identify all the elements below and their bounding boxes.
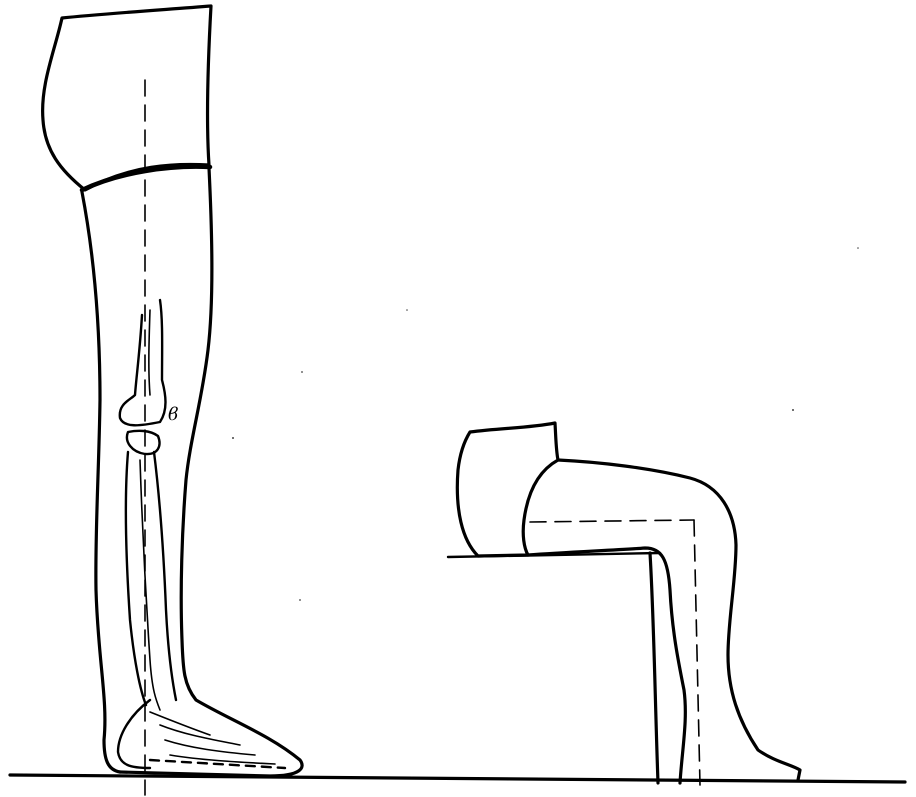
seated-shank-rear bbox=[528, 548, 685, 783]
seated-socket-back bbox=[650, 553, 658, 783]
knee-mark-label: ϐ bbox=[168, 404, 179, 425]
femur-bone bbox=[120, 300, 166, 425]
seated-socket-outline bbox=[457, 423, 558, 556]
standing-leg: ϐ bbox=[43, 6, 302, 795]
tibia-bone bbox=[126, 452, 146, 705]
fibula-bone bbox=[140, 460, 160, 710]
foot-hatching bbox=[150, 712, 275, 764]
tibia-bone-medial bbox=[154, 452, 176, 700]
seated-thigh-axis bbox=[530, 520, 694, 522]
thigh-socket-outline bbox=[43, 6, 211, 190]
socket-brim-line bbox=[82, 167, 210, 190]
seated-thigh-upper bbox=[558, 460, 800, 780]
leg-medial-contour bbox=[120, 168, 302, 776]
seated-shank-axis bbox=[694, 520, 700, 785]
femur-inner-line bbox=[149, 310, 150, 395]
seated-leg bbox=[448, 423, 800, 785]
knee-joint bbox=[127, 431, 160, 454]
leg-lateral-contour bbox=[82, 192, 120, 772]
